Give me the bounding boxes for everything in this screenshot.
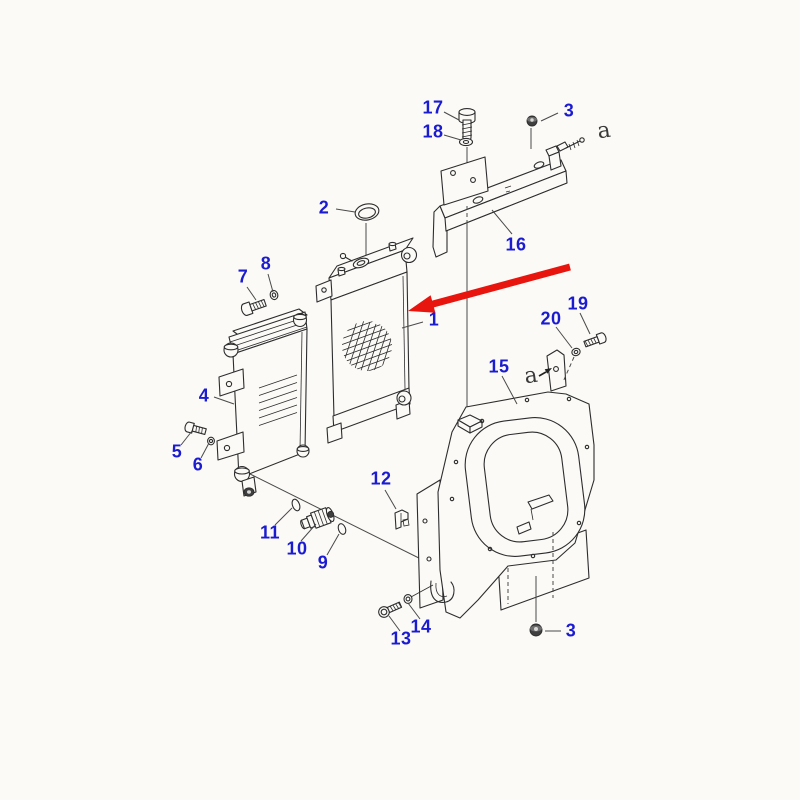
radiator-drawing [315, 203, 418, 444]
drain-valve-drawing [291, 498, 347, 535]
top-hardware-drawing [458, 108, 538, 147]
letter-a-pointer [538, 368, 552, 377]
oil-cooler-drawing [184, 289, 310, 497]
shroud-rivet-holes [449, 396, 590, 559]
leader-lines [180, 111, 591, 632]
shroud-hardware-drawing [378, 332, 607, 637]
mounting-bracket-drawing [432, 137, 585, 258]
fan-shroud-drawing [416, 349, 595, 622]
oil-cooler-fins [258, 374, 298, 426]
red-arrow [408, 263, 571, 313]
